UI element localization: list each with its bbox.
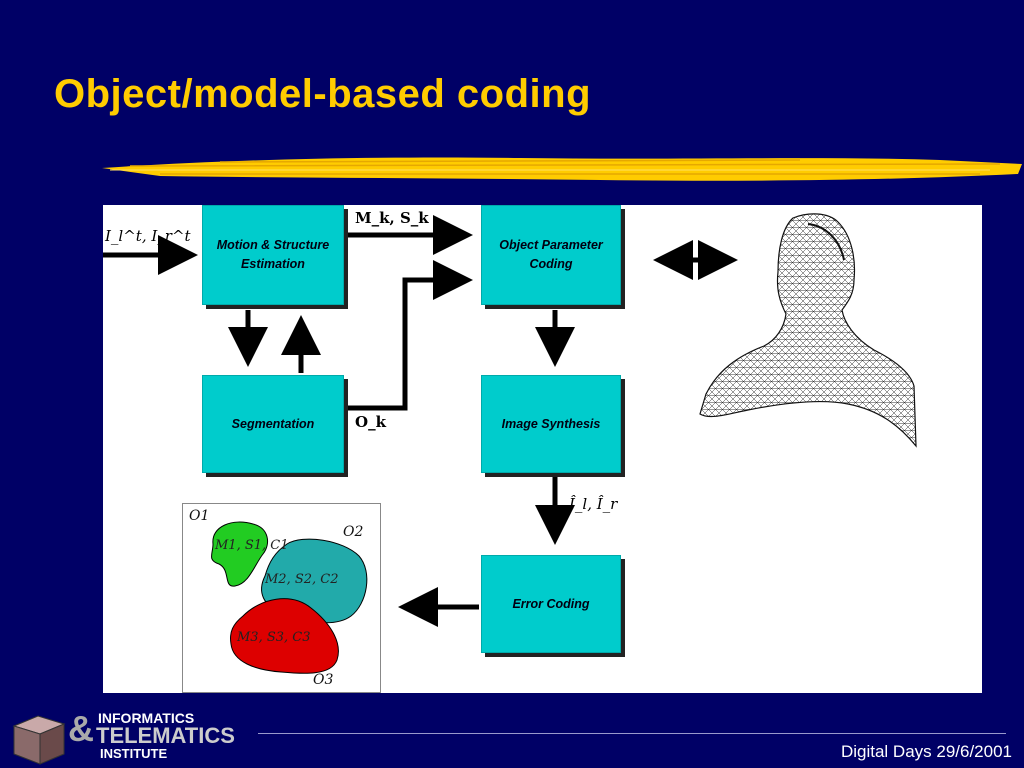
segmentation-box: Segmentation <box>202 375 344 473</box>
motion-structure-label: Motion & Structure Estimation <box>216 238 330 271</box>
segmentation-label: Segmentation <box>231 416 315 431</box>
slide-title: Object/model-based coding <box>54 72 592 116</box>
input-label: I_l^t, I_r^t <box>105 227 191 245</box>
image-synthesis-box: Image Synthesis <box>481 375 621 473</box>
logo-institute: INSTITUTE <box>100 746 168 761</box>
logo-telematics: TELEMATICS <box>96 723 235 748</box>
error-coding-box: Error Coding <box>481 555 621 653</box>
ok-label: O_k <box>355 413 386 431</box>
footer-divider <box>258 733 1006 734</box>
blob3-label: M3, S3, C3 <box>237 630 311 645</box>
error-coding-label: Error Coding <box>512 596 590 611</box>
cube-icon <box>12 715 66 765</box>
blob2-label: M2, S2, C2 <box>265 572 339 587</box>
diagram-panel: Motion & Structure Estimation Segmentati… <box>103 205 982 693</box>
title-underline-brush <box>102 157 1022 181</box>
mk-sk-label: M_k, S_k <box>355 209 429 227</box>
diagram-arrows <box>103 215 738 627</box>
ihat-label: Î_l, Î_r <box>569 495 618 513</box>
image-synthesis-label: Image Synthesis <box>501 416 601 431</box>
object-parameter-box: Object Parameter Coding <box>481 205 621 305</box>
motion-structure-box: Motion & Structure Estimation <box>202 205 344 305</box>
o3-label: O3 <box>313 672 334 688</box>
object-segmentation-illustration: O1 O2 O3 M1, S1, C1 M2, S2, C2 M3, S3, C… <box>182 503 381 693</box>
logo-ampersand: & <box>68 708 94 749</box>
wireframe-head-model <box>699 213 917 448</box>
object-parameter-label: Object Parameter Coding <box>499 238 603 271</box>
o2-label: O2 <box>343 524 364 540</box>
logo-informatics: INFORMATICS <box>98 710 195 726</box>
o1-label: O1 <box>189 508 210 524</box>
blob1-label: M1, S1, C1 <box>215 538 289 553</box>
object-blobs <box>211 521 368 674</box>
footer-date: Digital Days 29/6/2001 <box>840 742 1012 761</box>
